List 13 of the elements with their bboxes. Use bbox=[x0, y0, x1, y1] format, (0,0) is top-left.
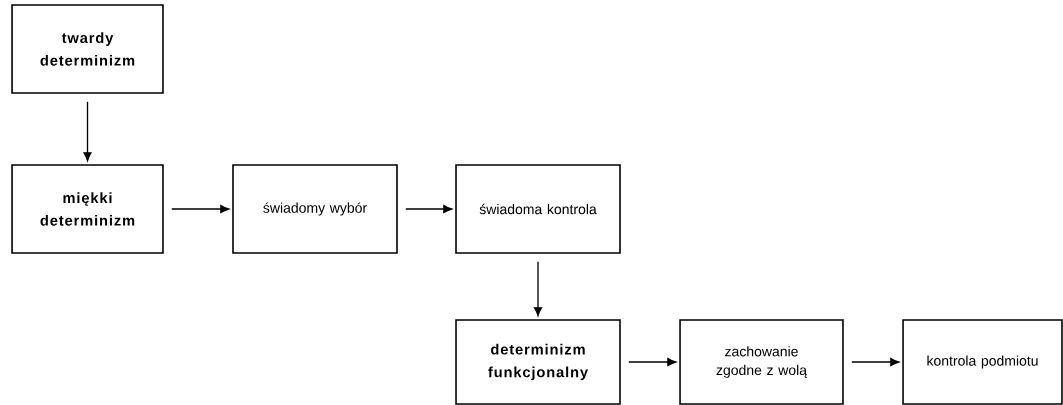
term-box: miękki determinizm bbox=[11, 164, 164, 254]
arrow bbox=[533, 261, 543, 317]
arrow bbox=[83, 101, 92, 162]
arrow bbox=[628, 357, 677, 367]
process-box: kontrola podmiotu bbox=[902, 319, 1063, 405]
process-box: świadomy wybór bbox=[232, 164, 398, 254]
term-box: twardy determinizm bbox=[11, 4, 164, 94]
term-box: determinizm funkcjonalny bbox=[455, 319, 621, 405]
process-box: świadoma kontrola bbox=[455, 164, 621, 254]
process-box: zachowanie zgodne z wolą bbox=[679, 319, 844, 405]
arrow bbox=[405, 204, 453, 214]
arrow bbox=[171, 204, 230, 214]
arrow bbox=[851, 357, 900, 367]
